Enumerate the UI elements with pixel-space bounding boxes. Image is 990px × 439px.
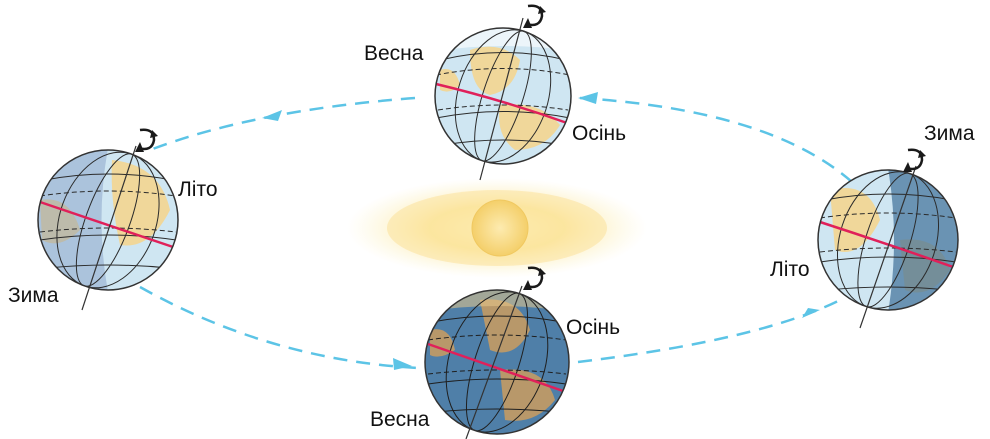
sun-icon [347,178,647,278]
rotation-arrow-icon [523,266,546,290]
globe-right [817,165,959,329]
label-top-left: Весна [364,42,424,65]
label-bottom-right: Осінь [566,316,620,339]
rotation-arrow-icon [903,148,926,172]
rotation-arrow-icon [135,128,158,152]
globe-left [37,145,179,311]
label-left-bottom: Зима [8,284,59,307]
label-bottom-bottom: Весна [370,408,430,431]
label-top-right: Осінь [572,122,626,145]
label-right-left: Літо [770,258,810,281]
globe-top [434,17,572,181]
label-left-right: Літо [178,178,218,201]
orbit-arrow-icon [262,92,820,370]
label-right-top: Зима [924,122,975,145]
globe-bottom [424,285,570,439]
rotation-arrow-icon [523,4,546,28]
